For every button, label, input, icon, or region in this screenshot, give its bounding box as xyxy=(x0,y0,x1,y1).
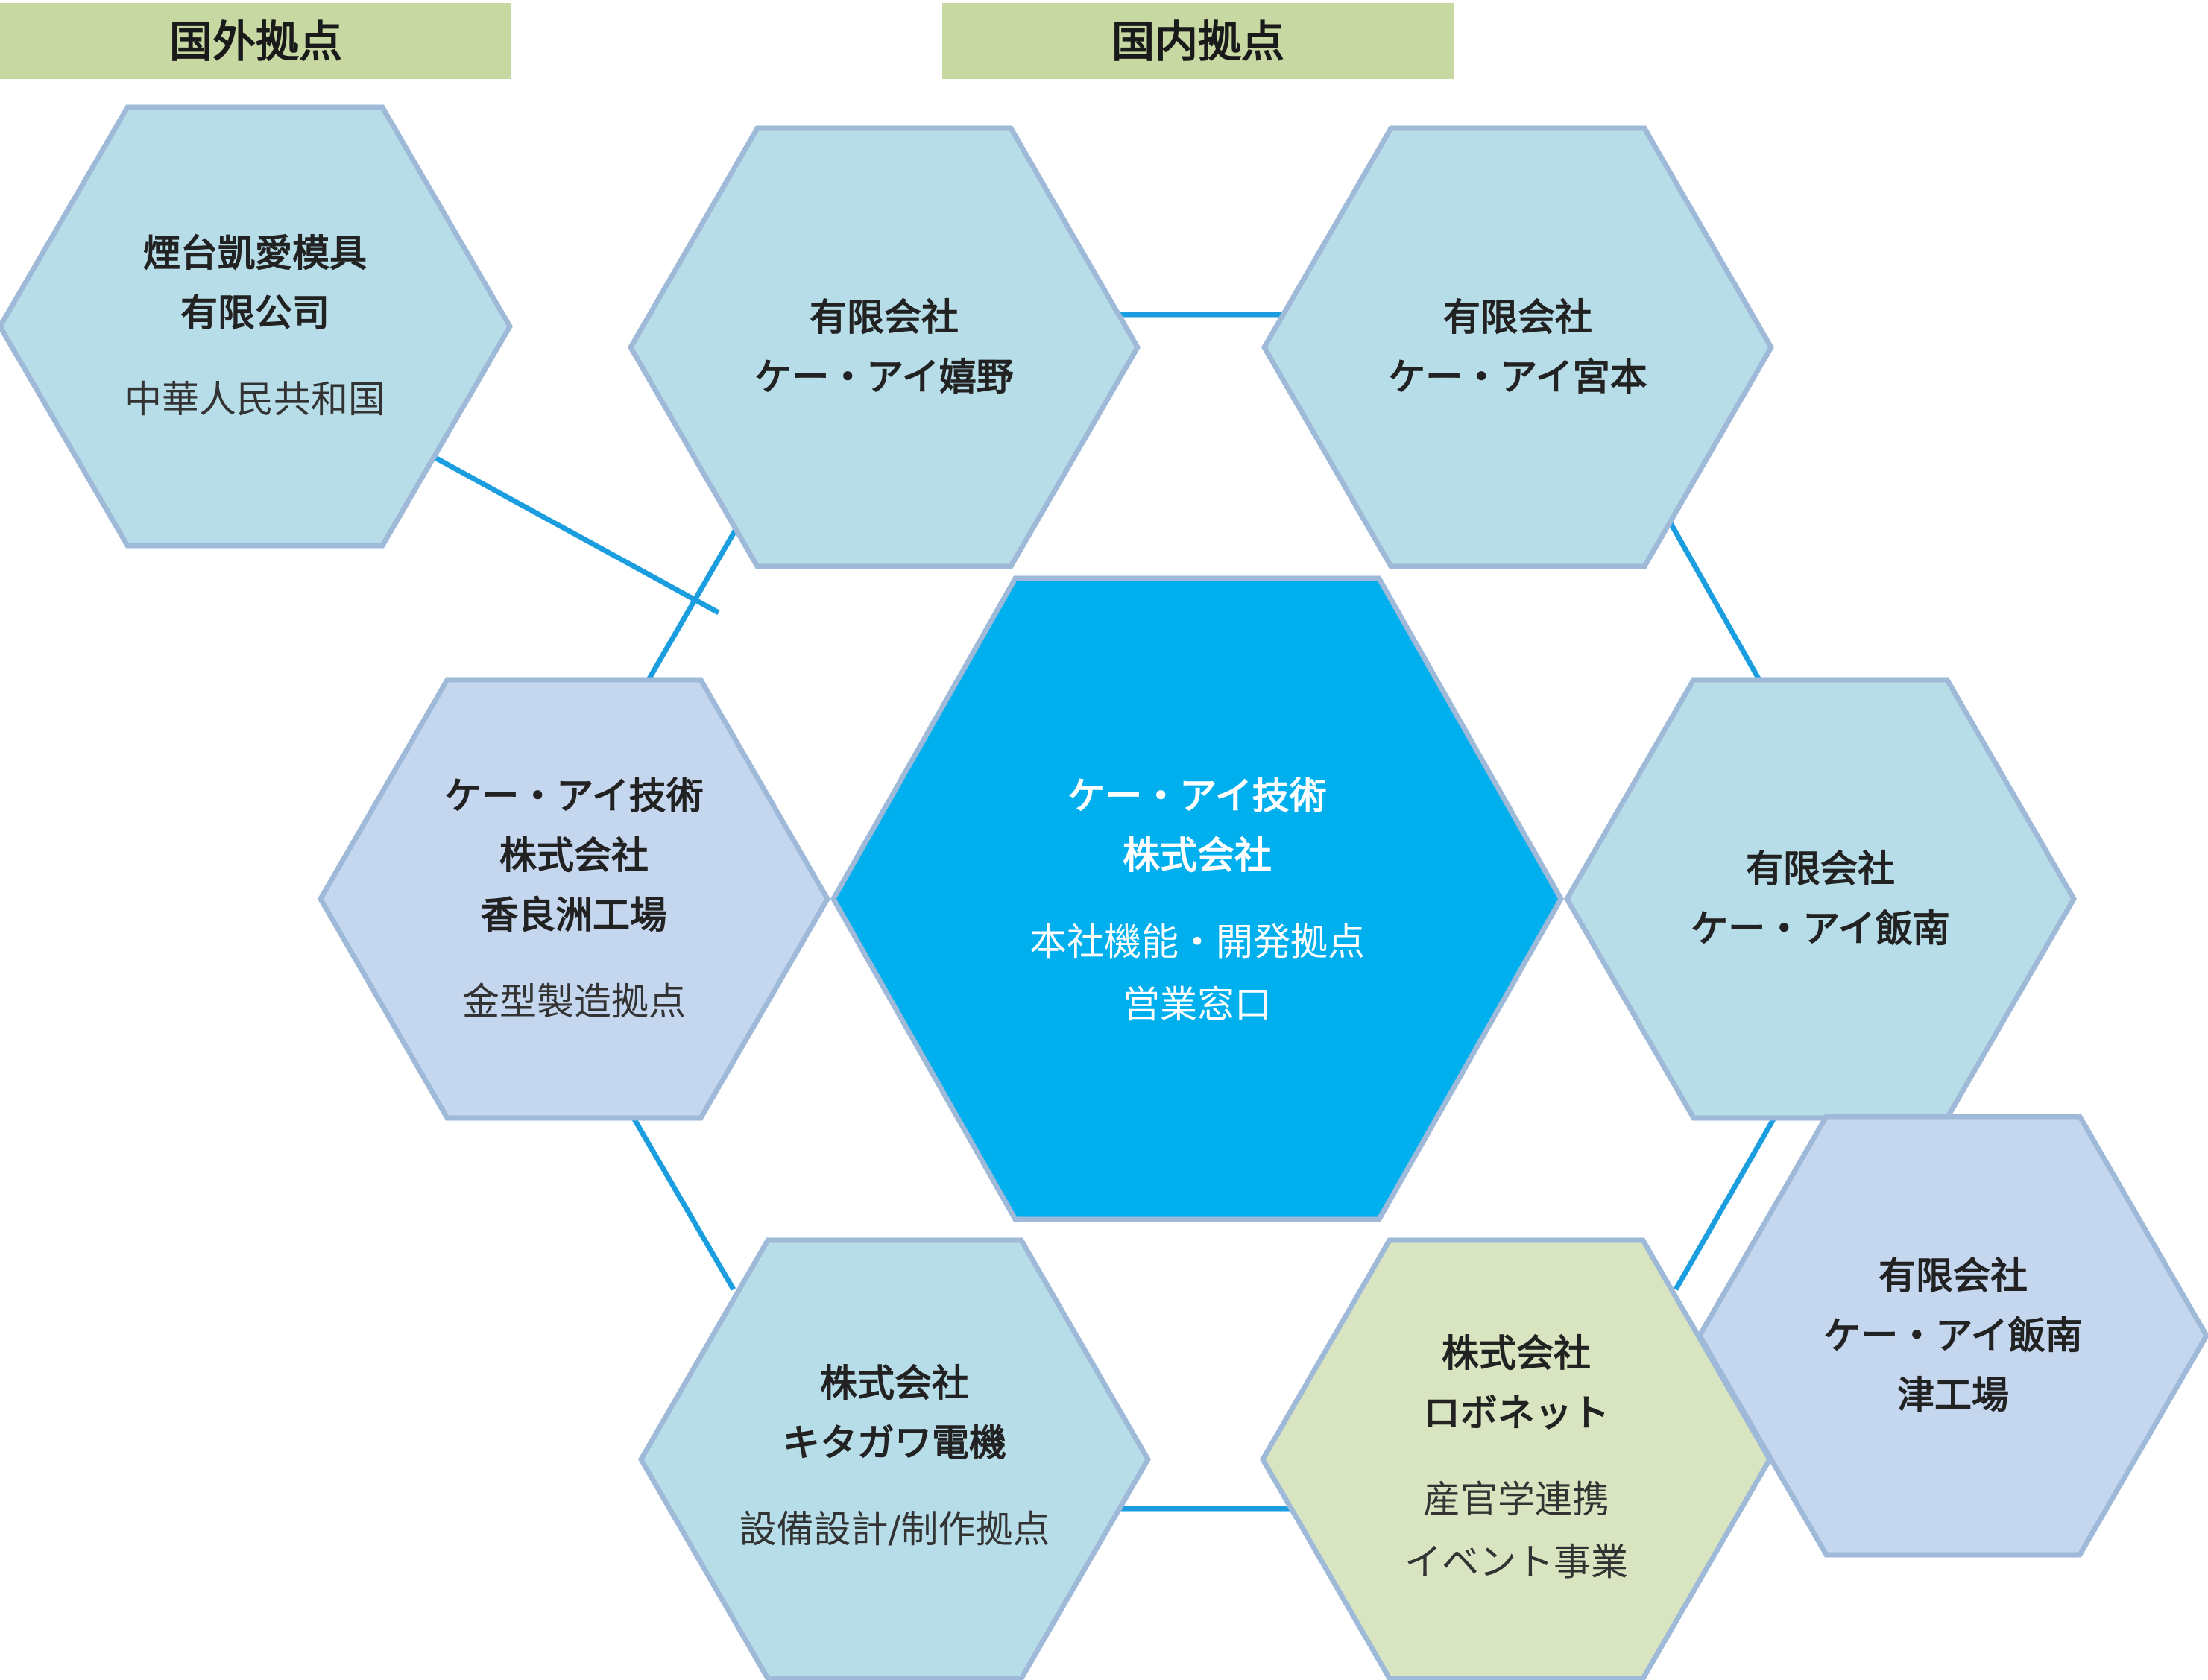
connector-iinan-robonet xyxy=(1673,1117,1777,1291)
connector-yantai-network xyxy=(431,453,720,616)
domestic-label-text: 国内拠点 xyxy=(1111,16,1284,67)
hex-yantai-shape xyxy=(0,104,514,549)
hex-kora-title-line: ケー・アイ技術 xyxy=(444,774,704,818)
overseas-label-text: 国外拠点 xyxy=(169,16,342,67)
hex-iinan-shape xyxy=(1563,677,2078,1121)
hex-kora-desc-line: 金型製造拠点 xyxy=(462,980,686,1023)
hex-center-desc-line: 営業窓口 xyxy=(1123,983,1272,1026)
hex-ureshino-title-line: 有限会社 xyxy=(810,296,959,339)
hex-kora-title-line: 株式会社 xyxy=(499,834,649,877)
hex-kora-shape xyxy=(317,677,831,1121)
hexagon-nodes: 煙台凱愛模具有限公司中華人民共和国有限会社ケー・アイ嬉野有限会社ケー・アイ宮本ケ… xyxy=(0,104,2208,1680)
hex-yantai-desc-line: 中華人民共和国 xyxy=(124,378,385,421)
connector-lines xyxy=(431,312,1777,1512)
hex-center-title-line: 株式会社 xyxy=(1123,834,1272,877)
hex-ureshino-shape xyxy=(627,125,1141,569)
hex-robonet-title-line: ロボネット xyxy=(1423,1392,1609,1435)
hex-miyamoto-title-line: ケー・アイ宮本 xyxy=(1388,356,1647,399)
hex-kitagawa-shape xyxy=(637,1237,1152,1680)
hex-iinan-tsu-title-line: ケー・アイ飯南 xyxy=(1823,1314,2083,1357)
hex-yantai-title-line: 煙台凱愛模具 xyxy=(143,232,367,275)
hex-robonet-desc-line: 産官学連携 xyxy=(1423,1478,1609,1521)
hex-kitagawa-title-line: キタガワ電機 xyxy=(783,1421,1006,1465)
connector-miyamoto-iinan xyxy=(1667,520,1762,681)
hex-miyamoto-title-line: 有限会社 xyxy=(1443,296,1592,339)
hex-kitagawa-title-line: 株式会社 xyxy=(820,1362,969,1405)
hex-iinan-tsu-title-line: 津工場 xyxy=(1897,1374,2009,1417)
domestic-label-bg xyxy=(942,3,1454,79)
overseas-label: 国外拠点 xyxy=(0,3,511,79)
hex-iinan-tsu-shape xyxy=(1696,1114,2208,1558)
hex-miyamoto-shape xyxy=(1261,125,1775,569)
hex-kitagawa-desc-line: 設備設計/制作拠点 xyxy=(739,1508,1050,1551)
connector-kora-ureshino xyxy=(646,529,738,681)
hex-robonet-title-line: 株式会社 xyxy=(1442,1332,1591,1375)
domestic-label: 国内拠点 xyxy=(942,3,1454,79)
hex-iinan-tsu-title-line: 有限会社 xyxy=(1879,1254,2028,1298)
hex-robonet-desc-line: イベント事業 xyxy=(1404,1541,1628,1584)
hex-center-shape xyxy=(830,575,1565,1222)
hex-center-desc-line: 本社機能・開発拠点 xyxy=(1029,920,1365,964)
hex-kora-title-line: 香良洲工場 xyxy=(481,894,667,937)
overseas-label-bg xyxy=(0,3,511,79)
hex-robonet-shape xyxy=(1259,1237,1773,1680)
hex-ureshino-title-line: ケー・アイ嬉野 xyxy=(754,356,1014,399)
hex-iinan-title-line: 有限会社 xyxy=(1746,847,1895,891)
hex-iinan-title-line: ケー・アイ飯南 xyxy=(1691,907,1950,950)
connector-kitagawa-kora xyxy=(631,1117,736,1291)
hex-yantai-title-line: 有限公司 xyxy=(180,291,329,335)
hex-center-title-line: ケー・アイ技術 xyxy=(1067,774,1327,818)
